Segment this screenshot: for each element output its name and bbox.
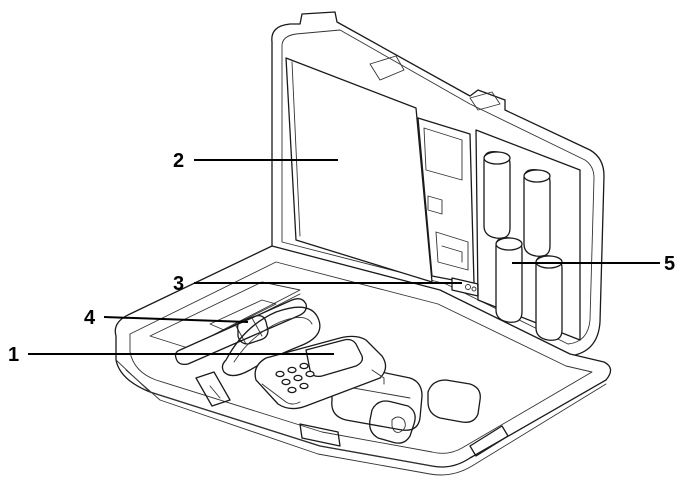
meter-keypad — [275, 362, 315, 394]
leader-4 — [103, 316, 249, 323]
callout-5: 5 — [664, 253, 675, 275]
callout-3: 3 — [173, 273, 184, 295]
callout-leaders — [28, 159, 660, 355]
callout-1: 1 — [8, 344, 19, 366]
buffer-bottles — [483, 151, 563, 341]
electrode-probe — [174, 298, 321, 377]
callout-4: 4 — [84, 307, 96, 329]
callout-labels: 2 3 4 1 5 — [8, 150, 675, 366]
callout-2: 2 — [173, 150, 184, 172]
